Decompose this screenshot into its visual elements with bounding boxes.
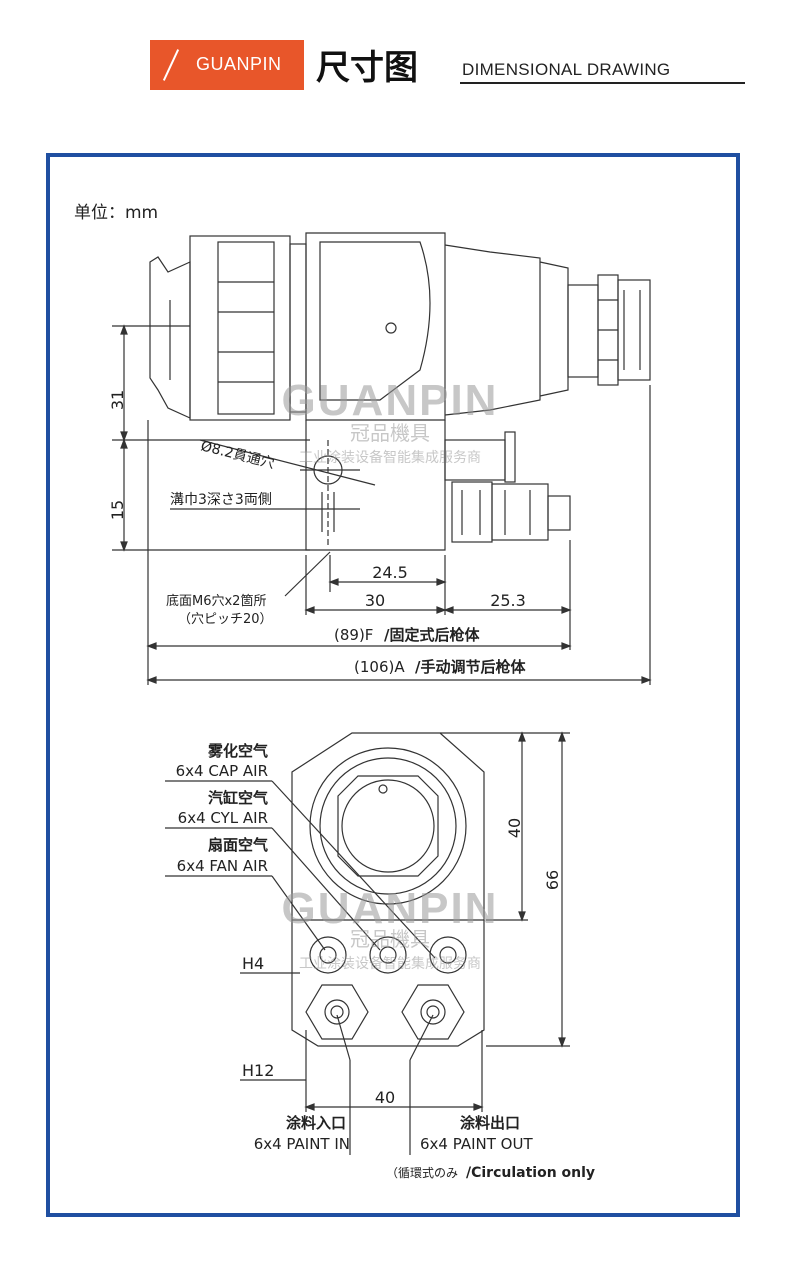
h4-label: H4 bbox=[242, 954, 264, 973]
dim-30: 30 bbox=[365, 591, 385, 610]
brand-badge: GUANPIN bbox=[150, 40, 304, 90]
dimension-lines-1 bbox=[112, 324, 652, 685]
cyl-air-en: 6x4 CYL AIR bbox=[178, 809, 268, 827]
fan-air-en: 6x4 FAN AIR bbox=[177, 857, 268, 875]
groove-note: 溝巾3深さ3両側 bbox=[170, 492, 272, 508]
bottom-note: 底面M6穴x2箇所 bbox=[166, 593, 266, 609]
dim-106-desc: /手动调节后枪体 bbox=[415, 658, 526, 676]
watermark-2: GUANPIN 冠品機具 工业涂装设备智能集成服务商 bbox=[282, 884, 499, 972]
labels-2: 雾化空气 6x4 CAP AIR 汽缸空气 6x4 CYL AIR 扇面空气 6… bbox=[176, 742, 595, 1181]
watermark-tagline: 工业涂装设备智能集成服务商 bbox=[299, 955, 481, 972]
dim-15: 15 bbox=[108, 500, 127, 520]
labels-1: 单位：mm 31 15 Ø8.2貫通穴 溝巾3深さ3両側 24.5 30 25.… bbox=[74, 203, 526, 676]
watermark-logo-cn: 冠品機具 bbox=[350, 421, 430, 445]
dim-24-5: 24.5 bbox=[372, 563, 408, 582]
gun-side-view bbox=[149, 232, 651, 597]
page-title-en: DIMENSIONAL DRAWING bbox=[462, 60, 671, 79]
watermark-tagline: 工业涂装设备智能集成服务商 bbox=[299, 449, 481, 466]
unit-label: 单位：mm bbox=[74, 203, 158, 223]
paint-out-cn: 涂料出口 bbox=[460, 1114, 520, 1132]
dim-106: (106)A bbox=[354, 658, 405, 676]
circulation-jp: （循環式のみ bbox=[386, 1166, 458, 1180]
dim-25-3: 25.3 bbox=[490, 591, 526, 610]
watermark-logo-cn: 冠品機具 bbox=[350, 927, 430, 951]
watermark-logo: GUANPIN bbox=[282, 376, 499, 425]
dim-89: (89)F bbox=[334, 626, 373, 644]
dimension-lines-2 bbox=[240, 731, 570, 1112]
cap-air-cn: 雾化空气 bbox=[207, 742, 268, 760]
title-underline bbox=[460, 82, 745, 84]
circulation-en: /Circulation only bbox=[466, 1165, 595, 1181]
dim-31: 31 bbox=[108, 390, 127, 410]
paint-in-en: 6x4 PAINT IN bbox=[254, 1135, 350, 1153]
hole-note: Ø8.2貫通穴 bbox=[199, 438, 276, 472]
paint-in-cn: 涂料入口 bbox=[286, 1114, 346, 1132]
fan-air-cn: 扇面空气 bbox=[208, 836, 268, 854]
gun-rear-view bbox=[165, 732, 485, 1155]
pitch-note: （穴ピッチ20） bbox=[178, 612, 273, 627]
cyl-air-cn: 汽缸空气 bbox=[208, 789, 268, 807]
dim-89-desc: /固定式后枪体 bbox=[384, 626, 480, 644]
drawing-frame bbox=[46, 153, 740, 1217]
cap-air-en: 6x4 CAP AIR bbox=[176, 762, 268, 780]
watermark-logo: GUANPIN bbox=[282, 884, 499, 933]
paint-out-en: 6x4 PAINT OUT bbox=[420, 1135, 533, 1153]
page-title-cn: 尺寸图 bbox=[316, 48, 418, 88]
dim-40-vertical: 40 bbox=[505, 818, 524, 838]
h12-label: H12 bbox=[242, 1061, 274, 1080]
brand-name: GUANPIN bbox=[196, 54, 282, 74]
dim-40-horizontal: 40 bbox=[375, 1088, 395, 1107]
header: GUANPIN 尺寸图 DIMENSIONAL DRAWING bbox=[0, 0, 790, 110]
dim-66: 66 bbox=[543, 870, 562, 890]
watermark-1: GUANPIN 冠品機具 工业涂装设备智能集成服务商 bbox=[282, 376, 499, 466]
